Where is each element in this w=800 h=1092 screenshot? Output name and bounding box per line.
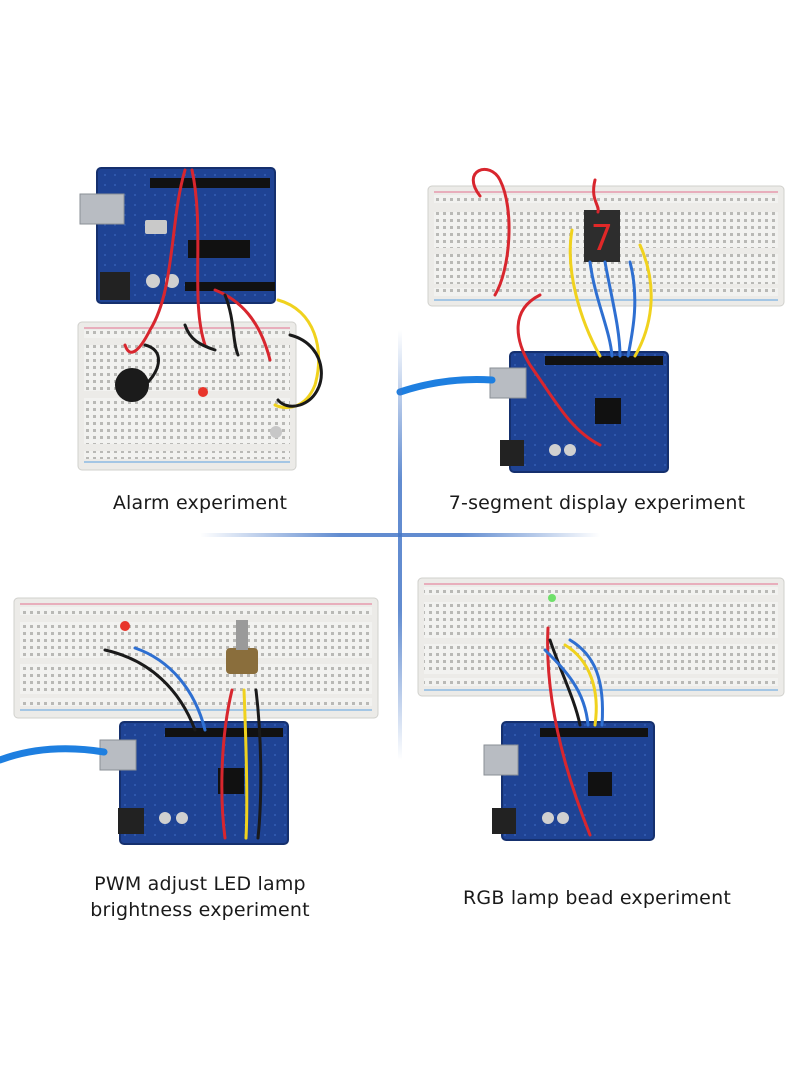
led — [198, 387, 208, 397]
breadboard — [13, 597, 379, 719]
usb-cable — [0, 745, 108, 764]
buzzer — [115, 368, 149, 402]
seven-segment-panel: 7 — [396, 168, 785, 473]
caption-line: brightness experiment — [90, 899, 310, 921]
breadboard — [417, 577, 785, 697]
arduino-board — [79, 167, 276, 304]
caption-line: Alarm experiment — [112, 492, 288, 514]
rgb-led — [548, 594, 556, 602]
seven-segment-caption: 7-segment display experiment — [397, 490, 797, 516]
rgb-panel — [417, 577, 785, 841]
usb-cable — [396, 376, 496, 396]
seven-segment-display — [584, 210, 620, 262]
led — [120, 621, 130, 631]
alarm-panel — [77, 167, 323, 471]
caption-line: 7-segment display experiment — [448, 492, 746, 514]
alarm-caption: Alarm experiment — [0, 490, 400, 516]
caption-line: PWM adjust LED lamp — [94, 873, 306, 895]
pwm-panel — [0, 597, 379, 845]
divider-vertical — [398, 330, 402, 760]
breadboard — [77, 321, 297, 471]
rgb-caption: RGB lamp bead experiment — [397, 885, 797, 911]
pwm-caption: PWM adjust LED lamp brightness experimen… — [0, 871, 400, 923]
potentiometer — [226, 648, 258, 674]
caption-line: RGB lamp bead experiment — [463, 887, 731, 909]
svg-text:7: 7 — [591, 218, 613, 259]
arduino-board — [489, 351, 669, 473]
breadboard — [427, 185, 785, 307]
arduino-board — [483, 721, 655, 841]
